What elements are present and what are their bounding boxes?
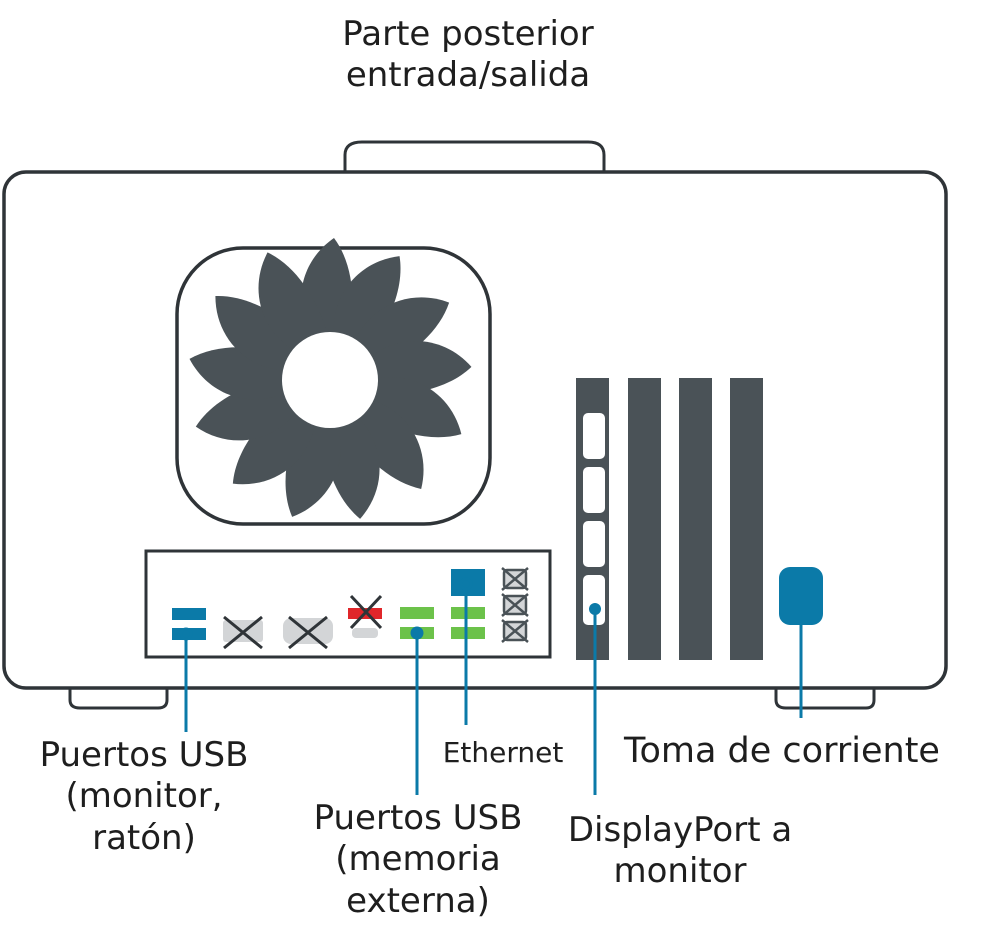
label-usb-mouse-line-1: Puertos USB bbox=[39, 735, 249, 775]
fan-blade bbox=[215, 296, 304, 371]
io-panel bbox=[144, 549, 552, 659]
fan-blade bbox=[232, 401, 315, 485]
expansion-slot-4 bbox=[730, 378, 763, 660]
label-usb-mouse: Puertos USB (monitor, ratón) bbox=[10, 735, 278, 859]
label-ethernet: Ethernet bbox=[428, 736, 578, 770]
expansion-slot-2 bbox=[628, 378, 661, 660]
label-usb-storage-line-3: externa) bbox=[346, 880, 490, 921]
label-usb-mouse-line-2: (monitor, bbox=[65, 776, 223, 817]
label-displayport-line-1: DisplayPort a bbox=[567, 810, 793, 850]
case-foot-right bbox=[774, 688, 876, 710]
expansion-slots bbox=[576, 378, 763, 660]
disabled-port-x-icon bbox=[223, 615, 263, 650]
fan-blade bbox=[258, 252, 327, 349]
fan-icon bbox=[175, 238, 492, 526]
title-line-1: Parte posterior bbox=[342, 14, 594, 54]
label-usb-storage-line-2: (memoria bbox=[335, 839, 501, 880]
title-line-2: entrada/salida bbox=[345, 55, 591, 96]
disabled-port-x-icon bbox=[348, 594, 383, 638]
fan-blade bbox=[345, 401, 424, 489]
label-displayport-line-2: monitor bbox=[613, 851, 747, 892]
leader-lines bbox=[179, 577, 803, 795]
usb-port-icon bbox=[451, 607, 485, 639]
label-usb-storage: Puertos USB (memoria externa) bbox=[290, 798, 546, 922]
expansion-slot-3 bbox=[679, 378, 712, 660]
case-foot-left bbox=[68, 688, 169, 710]
disabled-port-x-icon bbox=[501, 567, 529, 643]
label-power-line-1: Toma de corriente bbox=[624, 731, 940, 771]
label-usb-storage-line-1: Puertos USB bbox=[313, 798, 523, 838]
case-handle bbox=[343, 140, 606, 172]
label-ethernet-line-1: Ethernet bbox=[442, 736, 564, 769]
label-displayport: DisplayPort a monitor bbox=[548, 810, 812, 893]
disabled-port-x-icon bbox=[283, 615, 333, 650]
diagram-title: Parte posterior entrada/salida bbox=[268, 14, 668, 97]
label-power: Toma de corriente bbox=[612, 730, 952, 773]
label-usb-mouse-line-3: ratón) bbox=[92, 817, 196, 858]
